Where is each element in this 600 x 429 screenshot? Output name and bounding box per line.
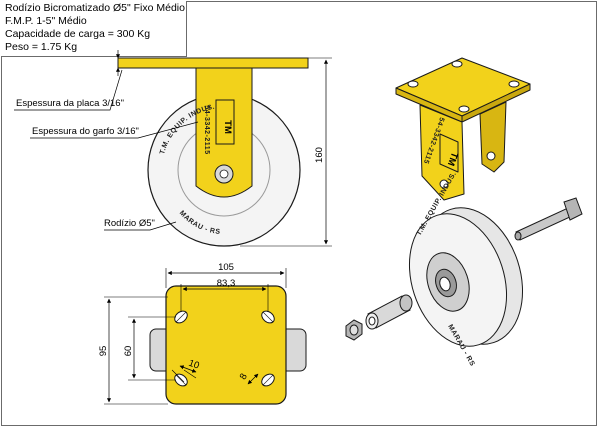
iso-fork (395, 57, 531, 201)
iso-nut (345, 319, 363, 341)
wheel-label: Rodízio Ø5" (104, 218, 155, 229)
plate-depth-value: 95 (98, 346, 109, 357)
hole-span-y-dimension: 60 (123, 316, 176, 381)
height-value: 160 (314, 147, 325, 163)
iso-tm-logo: TM (445, 151, 460, 168)
slot-width-value: 8 (238, 372, 250, 382)
title-line-product: Rodízio Bicromatizado Ø5" Fixo Médio (5, 2, 185, 14)
title-line-capacity: Capacidade de carga = 300 Kg (5, 28, 151, 40)
tm-logo-text: TM (222, 120, 233, 134)
iso-bushing (365, 294, 413, 330)
title-line-weight: Peso = 1.75 Kg (5, 41, 78, 53)
slot-length-dimension: 10 (171, 358, 201, 383)
wheel-callout-leader (104, 221, 177, 231)
title-line-model: F.M.P. 1-5" Médio (5, 15, 87, 27)
wheel-front (147, 67, 301, 247)
top-plate (117, 57, 309, 69)
top-view: 105 83,3 95 60 (98, 262, 307, 405)
plate-callout-leader (14, 69, 123, 111)
iso-wheel (408, 207, 524, 347)
title-block: Rodízio Bicromatizado Ø5" Fixo Médio F.M… (1, 1, 187, 57)
hole-span-y-value: 60 (123, 346, 134, 357)
fork-thickness-label: Espessura do garfo 3/16" (32, 126, 139, 137)
plate-width-dimension: 105 (165, 262, 287, 288)
fork-callout-leader (30, 121, 199, 139)
plate-thickness-label: Espessura da placa 3/16" (16, 98, 124, 109)
hole-span-x-dimension: 83,3 (180, 278, 269, 312)
slot-length-value: 10 (187, 358, 201, 372)
tm-logo (215, 99, 235, 145)
slot-width-dimension: 8 (238, 372, 259, 385)
height-dimension: 160 (240, 57, 332, 247)
front-view: TM 54-3342-2115 T.M. EQUIP. INDUS. MARAU… (14, 50, 332, 247)
plate-depth-dimension: 95 (98, 296, 168, 405)
plate-width-value: 105 (218, 262, 234, 273)
hole-span-x-value: 83,3 (217, 278, 236, 289)
iso-bolt (514, 197, 583, 241)
phone-marking: 54-3342-2115 (203, 105, 210, 154)
